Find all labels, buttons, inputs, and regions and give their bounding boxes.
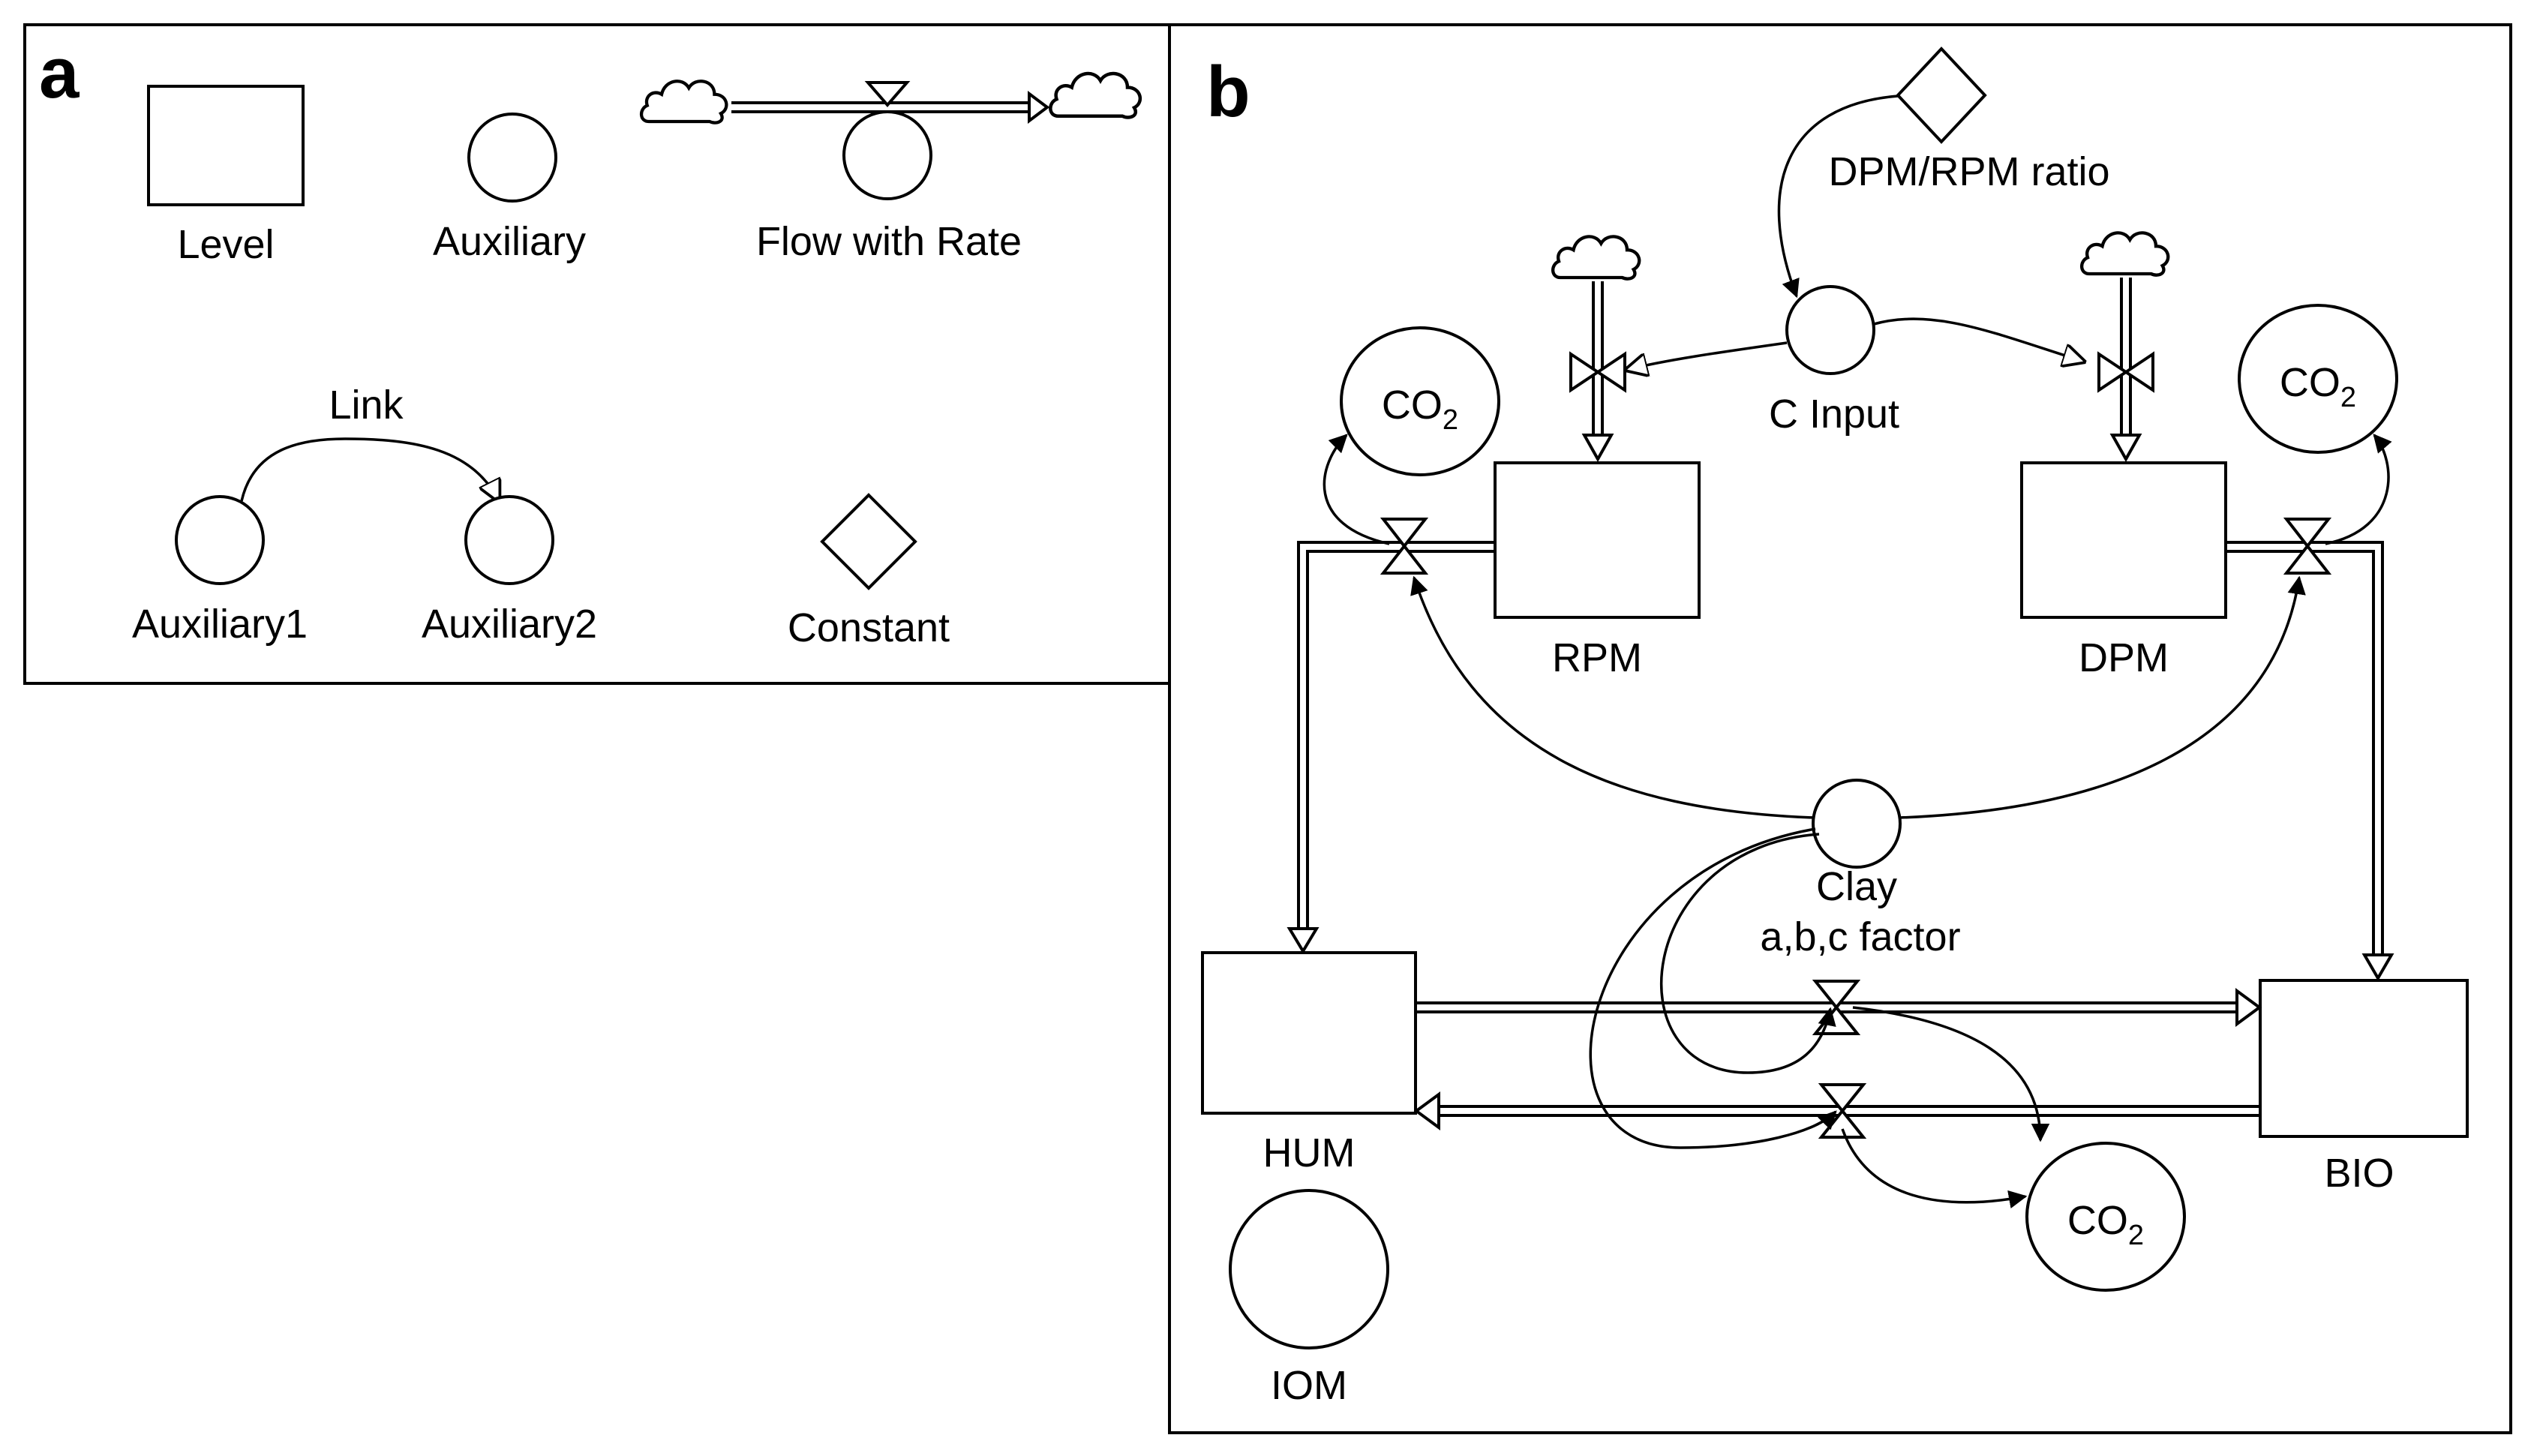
dpm-rate-to-co2-link [2325,434,2392,545]
clay-auxiliary [1812,779,1902,869]
co2-rpm-auxiliary: CO2 [1340,326,1500,476]
svg-text:CO2: CO2 [2280,360,2356,413]
rpm-rate-to-co2-link [1323,434,1390,545]
clay-to-hum-bio-rate-link [1660,833,1836,1074]
level-label: Level [177,222,274,267]
dpm-source-cloud [2082,233,2168,275]
dpm-rpm-ratio-constant [1896,47,1987,144]
rpm-to-hum-flow [1287,518,1495,954]
hum-label: HUM [1263,1130,1356,1175]
clay-label: Clay [1816,864,1897,909]
dpm-rpm-ratio-label: DPM/RPM ratio [1828,149,2109,194]
bio-to-hum-flow [1413,1083,2260,1139]
auxiliary-symbol [467,113,557,203]
auxiliary2-label: Auxiliary2 [422,602,597,647]
link-arrow [240,437,499,501]
bio-hum-rate-to-co2-link [1841,1128,2028,1208]
c-input-label: C Input [1769,392,1899,437]
rpm-level [1494,461,1701,619]
hum-level [1201,951,1417,1115]
panel-b-frame [1168,23,2512,1434]
link-label: Link [329,383,404,428]
rpm-source-cloud [1553,236,1639,278]
rpm-inflow [1569,281,1626,463]
auxiliary1-label: Auxiliary1 [132,602,308,647]
constant-symbol [820,493,917,590]
ratio-to-c-input-link [1777,95,1899,299]
c-input-auxiliary [1785,285,1875,375]
hum-bio-rate-to-co2-link [1852,1006,2050,1142]
iom-label: IOM [1271,1363,1347,1408]
auxiliary2-symbol [464,495,554,585]
dpm-inflow [2097,278,2154,463]
svg-text:CO2: CO2 [1382,383,1458,436]
clay-to-rpm-rate-link [1410,575,1815,819]
bio-level [2259,979,2469,1138]
flow-with-rate-symbol [641,74,1140,200]
clay-to-bio-hum-rate-link [1589,827,1837,1149]
iom-auxiliary [1229,1189,1389,1349]
svg-text:CO2: CO2 [2067,1198,2144,1251]
co2-dpm-auxiliary: CO2 [2238,304,2398,454]
dpm-to-bio-flow [2226,518,2394,981]
c-input-to-rpm-link [1626,341,1788,370]
dpm-label: DPM [2079,635,2169,680]
clay-sub-label: a,b,c factor [1760,914,1960,959]
rpm-label: RPM [1552,635,1642,680]
clay-to-dpm-rate-link [1899,575,2306,819]
bio-label: BIO [2324,1151,2394,1196]
dpm-level [2020,461,2227,619]
level-symbol [147,85,305,206]
constant-label: Constant [788,605,950,650]
auxiliary-label: Auxiliary [433,219,586,264]
co2-bio-auxiliary: CO2 [2025,1142,2186,1292]
flow-label: Flow with Rate [756,219,1022,264]
panel-b-letter: b [1206,52,1250,132]
c-input-to-dpm-link [1873,317,2084,362]
panel-a-letter: a [39,33,80,113]
hum-to-bio-flow [1416,980,2262,1035]
auxiliary1-symbol [175,495,265,585]
